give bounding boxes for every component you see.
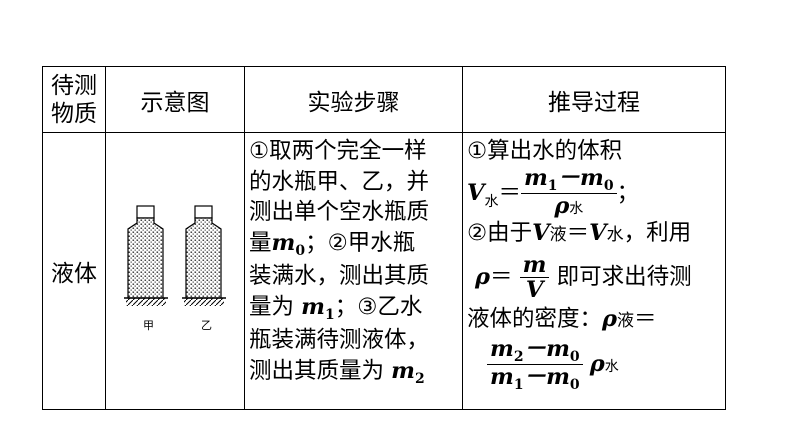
deriv-line-4-post: 即可求出待测 (556, 264, 692, 290)
experiment-table: 待测物质 示意图 实验步骤 推导过程 液体 (42, 66, 726, 410)
deriv-line-5: 液体的密度：ρ液＝ (467, 306, 657, 332)
vol-num: m1－m0 (520, 166, 617, 194)
steps-line-7: 瓶装满待测液体， (249, 327, 430, 353)
steps-line-1: ①取两个完全一样 (249, 138, 427, 164)
bottle-diagram: 甲 乙 (124, 194, 286, 332)
steps-line-2: 的水瓶甲、乙，并 (249, 168, 430, 195)
liquid-row: 液体 (42, 132, 726, 410)
deriv-line-1: ①算出水的体积 (467, 138, 623, 164)
deriv-line-3-pre: ②由于 (467, 220, 533, 246)
bottle-a (182, 204, 226, 306)
header-substance-text: 待测物质 (51, 72, 97, 127)
sub-water: 水 (484, 194, 499, 210)
symbol-V: V (467, 180, 485, 206)
steps-line-5: 装满水，测出其质 (249, 263, 430, 289)
deriv-line-3-post: ，利用 (623, 220, 692, 246)
steps-line-6: 量为 m1；③乙水 (249, 292, 460, 326)
semi-1: ； (616, 180, 640, 206)
header-substance: 待测物质 (42, 66, 106, 133)
steps-line-4-pre: 量 (249, 229, 272, 256)
diagram-cell: 甲 乙 (105, 132, 286, 410)
header-diagram: 示意图 (105, 66, 245, 133)
steps-line-8-pre: 测出其质量为 (249, 357, 392, 384)
steps-cell: ①取两个完全一样 的水瓶甲、乙，并 测出单个空水瓶质 量m0；②甲水瓶 装满水，… (244, 132, 463, 410)
label-yi: 乙 (201, 319, 212, 332)
steps-line-6-post: ；③乙水 (334, 293, 423, 320)
symbol-m2: m2 (391, 357, 425, 387)
symbol-m1: m1 (301, 293, 335, 323)
label-jia: 甲 (143, 319, 154, 332)
header-steps: 实验步骤 (244, 66, 463, 133)
header-derivation: 推导过程 (462, 66, 726, 133)
deriv-line-3: ②由于V液＝V水，利用 (467, 220, 692, 246)
steps-line-8: 测出其质量为 m2 (249, 356, 460, 390)
vol-den: ρ水 (554, 193, 584, 219)
steps-line-3: 测出单个空水瓶质 (249, 199, 430, 225)
steps-line-4-post: ；②甲水瓶 (305, 229, 416, 256)
substance-cell: 液体 (42, 132, 106, 410)
bottle-jia (124, 204, 168, 306)
symbol-m0: m0 (271, 229, 306, 259)
steps-line-6-pre: 量为 (249, 293, 302, 320)
equals-1: ＝ (498, 180, 521, 206)
deriv-line-5-text: 液体的密度： (467, 306, 603, 332)
steps-line-4: 量m0；②甲水瓶 (249, 228, 460, 262)
header-row: 待测物质 示意图 实验步骤 推导过程 (42, 66, 726, 133)
